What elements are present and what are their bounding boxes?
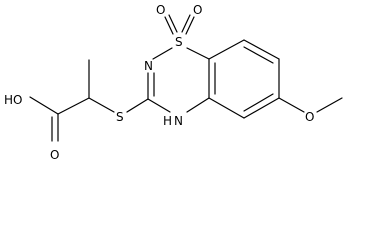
- bond-c5-c4a: [208, 97, 245, 119]
- atom-label-nh-hydrogen: H: [163, 114, 172, 128]
- bond-c6-methoxy-o: [278, 97, 305, 113]
- bond-c8a-c8: [208, 39, 245, 60]
- atom-label-ho: HO: [4, 93, 22, 107]
- bond-c8-c7: [243, 39, 280, 60]
- atom-labels: HO O S O S O N H N O: [4, 3, 314, 162]
- bond-thioether-s-ring-c3: [126, 98, 149, 113]
- atom-label-methoxy-oxygen: O: [305, 110, 314, 124]
- chemical-structure-diagram: HO O S O S O N H N O: [4, 3, 343, 162]
- atom-label-carbonyl-oxygen: O: [50, 148, 59, 162]
- atom-label-sulfonyl-oxygen-right: O: [193, 3, 202, 17]
- atom-label-sulfonyl-oxygen-left: O: [156, 3, 165, 17]
- bond-carboxyl-carbon-alpha-carbon: [57, 97, 90, 115]
- bond-s1-o-left-2: [168, 14, 178, 33]
- bond-lines: [29, 14, 343, 142]
- bond-c6-c5-inner: [243, 93, 274, 112]
- atom-label-nh-nitrogen: N: [174, 114, 183, 128]
- bond-s1-o-right-2: [181, 14, 191, 33]
- bond-alpha-carbon-thioether-s: [88, 97, 115, 113]
- atom-label-ring-nitrogen: N: [144, 59, 153, 73]
- bond-c6-c5: [243, 97, 280, 119]
- bond-s1-o-right-1: [185, 16, 195, 35]
- bond-c8-c7-inner: [243, 46, 274, 64]
- bond-n4-c4a: [186, 97, 210, 113]
- atom-label-sulfonyl-sulfur: S: [175, 35, 183, 49]
- bond-ho-carboxyl-carbon: [29, 96, 59, 115]
- bond-s1-o-left-1: [164, 16, 174, 35]
- atom-label-thioether-sulfur: S: [116, 110, 124, 124]
- bond-c3-n4: [147, 98, 171, 113]
- bond-s1-c8a: [186, 47, 210, 60]
- bond-n2-s1: [152, 47, 173, 60]
- bond-methoxy-o-methyl: [316, 97, 343, 113]
